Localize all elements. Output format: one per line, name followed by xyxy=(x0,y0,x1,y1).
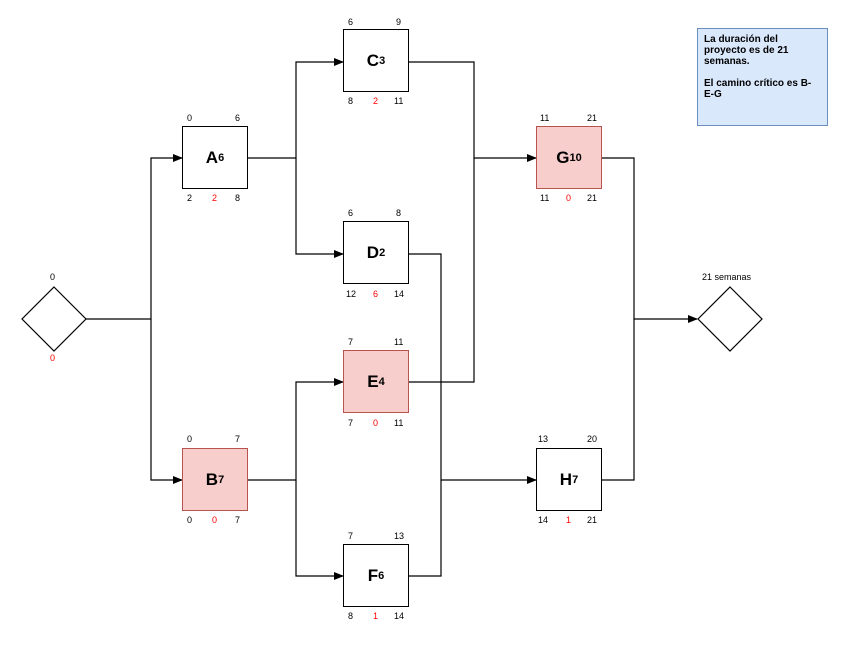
early-finish-label: 13 xyxy=(394,531,405,541)
early-start-label: 13 xyxy=(538,434,549,444)
activity-duration: 3 xyxy=(379,54,386,67)
slack-label: 6 xyxy=(373,289,379,299)
early-finish-label: 7 xyxy=(235,434,241,444)
edge-start-a xyxy=(86,154,183,320)
slack-label: 2 xyxy=(212,193,218,203)
edge-b-f xyxy=(295,480,344,580)
late-start-label: 7 xyxy=(348,418,354,428)
slack-label: 0 xyxy=(212,515,218,525)
edge-f-h xyxy=(409,480,442,577)
end-duration-label: 21 semanas xyxy=(702,272,752,282)
activity-duration: 6 xyxy=(378,569,385,582)
critical-path-text: El camino crítico es B-E-G xyxy=(704,78,812,100)
late-start-label: 14 xyxy=(538,515,549,525)
late-finish-label: 21 xyxy=(587,515,598,525)
late-finish-label: 21 xyxy=(587,193,598,203)
activity-id: H xyxy=(559,470,573,489)
activity-id: F xyxy=(367,566,379,585)
late-start-label: 11 xyxy=(540,193,550,203)
start-early-label: 0 xyxy=(50,272,56,282)
activity-duration: 2 xyxy=(379,246,386,259)
duration-text: La duración del proyecto es de 21 semana… xyxy=(704,34,789,67)
activity-id: A xyxy=(205,148,219,167)
edge-a-c xyxy=(248,58,344,159)
activity-id: B xyxy=(205,470,219,489)
start-slack-label: 0 xyxy=(50,353,56,363)
early-start-label: 6 xyxy=(348,208,354,218)
edge-a-d xyxy=(295,158,344,258)
early-start-label: 7 xyxy=(348,531,354,541)
early-finish-label: 9 xyxy=(396,17,402,27)
late-start-label: 12 xyxy=(346,289,357,299)
early-finish-label: 6 xyxy=(235,113,241,123)
early-start-label: 11 xyxy=(540,113,550,123)
activity-duration: 4 xyxy=(378,375,385,388)
slack-label: 0 xyxy=(373,418,379,428)
slack-label: 0 xyxy=(566,193,572,203)
early-finish-label: 21 xyxy=(587,113,598,123)
end-milestone xyxy=(697,286,763,352)
early-finish-label: 8 xyxy=(396,208,402,218)
early-finish-label: 20 xyxy=(587,434,598,444)
slack-label: 1 xyxy=(566,515,572,525)
late-start-label: 0 xyxy=(187,515,193,525)
late-finish-label: 11 xyxy=(394,96,404,106)
late-finish-label: 11 xyxy=(394,418,404,428)
late-finish-label: 14 xyxy=(394,611,405,621)
edge-h-end xyxy=(602,319,635,481)
late-finish-label: 8 xyxy=(235,193,241,203)
edge-start-b xyxy=(150,319,183,484)
slack-label: 1 xyxy=(373,611,379,621)
edge-d-h xyxy=(409,253,537,484)
early-start-label: 7 xyxy=(348,337,354,347)
late-start-label: 8 xyxy=(348,611,354,621)
early-start-label: 6 xyxy=(348,17,354,27)
late-finish-label: 7 xyxy=(235,515,241,525)
activity-id: G xyxy=(556,148,570,167)
activity-id: E xyxy=(367,372,379,391)
early-start-label: 0 xyxy=(187,113,193,123)
activity-id: D xyxy=(366,243,380,262)
edge-e-g xyxy=(409,158,475,383)
start-milestone xyxy=(21,286,87,352)
edge-b-e xyxy=(248,378,344,481)
edge-c-g xyxy=(409,61,537,162)
late-start-label: 8 xyxy=(348,96,354,106)
late-start-label: 2 xyxy=(187,193,193,203)
early-finish-label: 11 xyxy=(394,337,404,347)
slack-label: 2 xyxy=(373,96,379,106)
summary-note: La duración del proyecto es de 21 semana… xyxy=(697,28,828,126)
early-start-label: 0 xyxy=(187,434,193,444)
activity-duration: 7 xyxy=(218,473,225,486)
activity-duration: 10 xyxy=(569,151,582,164)
activity-duration: 6 xyxy=(218,151,225,164)
activity-duration: 7 xyxy=(572,473,579,486)
activity-id: C xyxy=(366,51,380,70)
late-finish-label: 14 xyxy=(394,289,405,299)
edge-g-end xyxy=(602,157,698,323)
